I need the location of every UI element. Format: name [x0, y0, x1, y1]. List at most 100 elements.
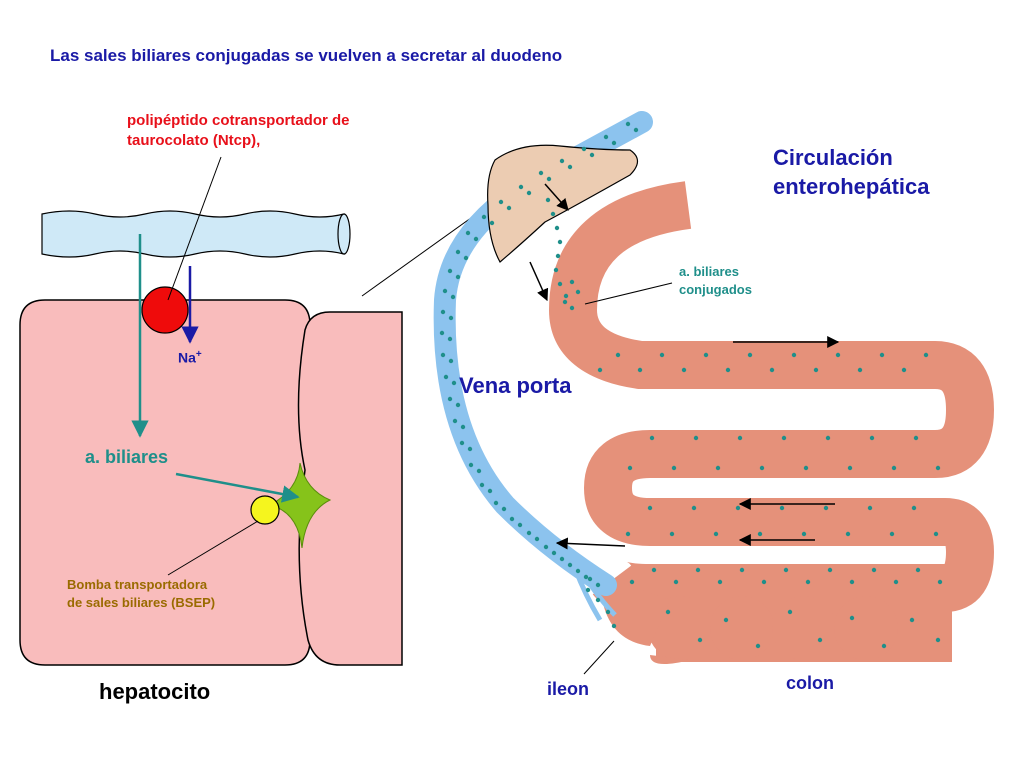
bile-acid-dot: [447, 336, 453, 342]
bile-acid-dot: [627, 465, 633, 471]
bile-acid-dot: [501, 506, 507, 512]
bile-acid-dot: [737, 435, 743, 441]
bile-acid-dot: [459, 440, 465, 446]
bile-acid-dot: [849, 615, 855, 621]
sinusoid-vessel-end: [337, 213, 351, 255]
bile-acid-dot: [452, 418, 458, 424]
ntcp-callout-line: [167, 156, 222, 301]
bile-acid-dot: [498, 199, 504, 205]
bile-acid-dot: [735, 505, 741, 511]
bile-acid-dot: [447, 268, 453, 274]
bile-acid-dot: [455, 249, 461, 255]
sodium-label: Na+: [178, 349, 202, 366]
liver-to-duodenum-arrow: [544, 183, 569, 211]
bile-acid-dot: [439, 330, 445, 336]
bile-acid-dot: [440, 352, 446, 358]
bile-acid-dot: [442, 288, 448, 294]
bile-acid-dot: [651, 567, 657, 573]
bile-acid-dot: [649, 435, 655, 441]
bile-acid-dot: [791, 352, 797, 358]
bile-acids-label: a. biliares: [85, 447, 169, 467]
bsep-callout-line: [167, 520, 259, 576]
bile-acid-dot: [923, 352, 929, 358]
bile-acid-dot: [889, 531, 895, 537]
bile-acid-dot: [867, 505, 873, 511]
ntcp-label-line2: taurocolato (Ntcp),: [127, 132, 261, 149]
bile-acid-dot: [538, 170, 544, 176]
bile-acid-dot: [823, 505, 829, 511]
bile-acid-dot: [629, 579, 635, 585]
bile-acid-dot: [759, 465, 765, 471]
ntcp-transporter: [141, 286, 189, 334]
bile-acid-dot: [715, 465, 721, 471]
conjugated-callout-line: [584, 282, 673, 305]
bile-acid-dot: [625, 531, 631, 537]
bile-acid-dot: [625, 121, 631, 127]
bile-acid-dot: [669, 531, 675, 537]
bile-acid-dot: [517, 522, 523, 528]
bile-acid-dot: [569, 305, 575, 311]
bile-acid-dot: [553, 267, 559, 273]
bile-acid-dot: [595, 597, 601, 603]
bile-acid-dot: [817, 637, 823, 643]
bile-acid-dot: [575, 568, 581, 574]
bile-acid-dot: [563, 293, 569, 299]
bile-acid-dot: [468, 462, 474, 468]
bile-acid-dot: [443, 374, 449, 380]
bile-acid-secretion-arrow: [175, 472, 300, 503]
portal-vein-label: Vena porta: [459, 373, 572, 398]
bile-acid-dot: [915, 567, 921, 573]
bile-acid-dot: [827, 567, 833, 573]
bile-acid-dot: [489, 220, 495, 226]
bile-acid-dot: [611, 140, 617, 146]
bile-acid-dot: [935, 465, 941, 471]
bile-acid-dot: [448, 315, 454, 321]
bile-acid-dot: [901, 367, 907, 373]
conjugated-label-line2: conjugados: [679, 282, 752, 297]
bile-acid-dot: [557, 281, 563, 287]
ileum-label: ileon: [547, 679, 590, 699]
bsep-label-line2: de sales biliares (BSEP): [67, 595, 216, 610]
bile-acid-dot: [633, 127, 639, 133]
circulation-title-line1: Circulación: [773, 145, 893, 170]
bile-acid-dot: [611, 623, 617, 629]
bile-acid-dot: [693, 435, 699, 441]
bile-acid-dot: [825, 435, 831, 441]
bile-acid-dot: [779, 505, 785, 511]
bile-acid-dot: [518, 184, 524, 190]
bsep-label-line1: Bomba transportadora: [67, 577, 208, 592]
bile-acid-dot: [447, 396, 453, 402]
bile-acid-dot: [757, 531, 763, 537]
bile-acid-dot: [559, 556, 565, 562]
bile-acid-dot: [493, 500, 499, 506]
bile-acid-dot: [869, 435, 875, 441]
bile-acid-dot: [637, 367, 643, 373]
bile-acid-dot: [583, 574, 589, 580]
bile-acid-dot: [937, 579, 943, 585]
ileocecal-junction: [600, 575, 670, 646]
bile-acid-dot: [781, 435, 787, 441]
bile-acid-dot: [550, 211, 556, 217]
bile-acid-dot: [509, 516, 515, 522]
bile-acid-dot: [463, 255, 469, 261]
bile-acid-dot: [681, 367, 687, 373]
bile-acid-dot: [603, 134, 609, 140]
colon: [648, 596, 952, 664]
bile-acid-dot: [659, 352, 665, 358]
bile-acid-dot: [725, 367, 731, 373]
bsep-transporter: [250, 495, 280, 525]
bile-acid-dot: [723, 617, 729, 623]
page-title: Las sales biliares conjugadas se vuelven…: [50, 46, 563, 65]
bile-acid-dot: [562, 299, 568, 305]
bile-acid-dot: [739, 567, 745, 573]
bile-acid-dot: [450, 294, 456, 300]
bile-acid-dot: [557, 239, 563, 245]
bile-acid-dot: [551, 550, 557, 556]
bile-acid-dot: [717, 579, 723, 585]
bile-acid-dot: [695, 567, 701, 573]
bile-acid-dot: [671, 465, 677, 471]
bile-acid-dot: [543, 544, 549, 550]
bile-acid-dot: [605, 609, 611, 615]
bile-acid-dot: [615, 352, 621, 358]
